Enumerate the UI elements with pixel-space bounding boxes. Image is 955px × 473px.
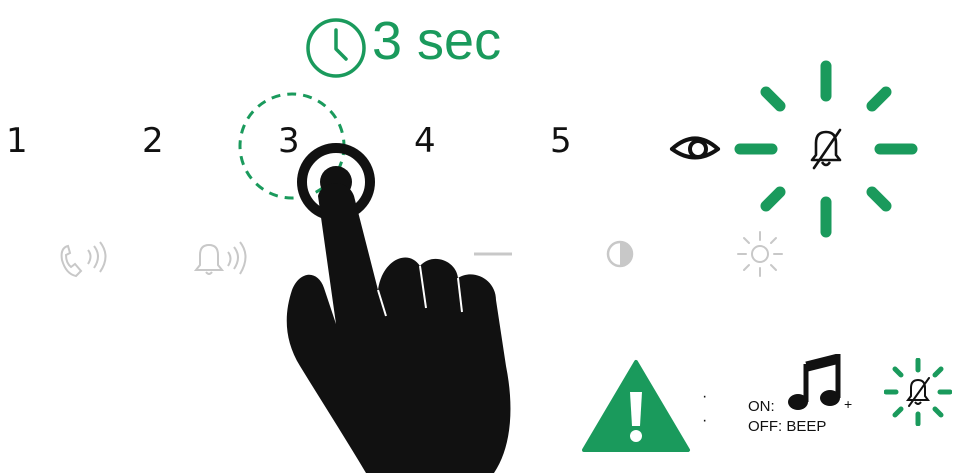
bell-muted-small-blinking-icon xyxy=(884,358,952,426)
bell-ring-icon xyxy=(186,236,262,278)
on-suffix: + xyxy=(844,396,852,412)
warning-icon xyxy=(580,358,692,454)
timer-label: 3 sec xyxy=(372,14,501,68)
contrast-icon xyxy=(604,238,636,270)
on-label: ON: xyxy=(748,398,775,415)
off-label: OFF: BEEP xyxy=(748,418,826,435)
step-number-1: 1 xyxy=(6,124,28,158)
phone-ring-icon xyxy=(52,238,122,278)
bell-muted-icon xyxy=(812,130,840,168)
eye-icon xyxy=(668,132,722,166)
bullet-dot: · xyxy=(702,388,707,406)
clock-icon xyxy=(304,16,368,80)
step-number-2: 2 xyxy=(142,124,164,158)
music-note-icon xyxy=(786,354,842,412)
finger-press-icon xyxy=(270,140,570,473)
bullet-dot: · xyxy=(702,412,707,430)
bell-muted-blinking-indicator xyxy=(732,58,920,240)
